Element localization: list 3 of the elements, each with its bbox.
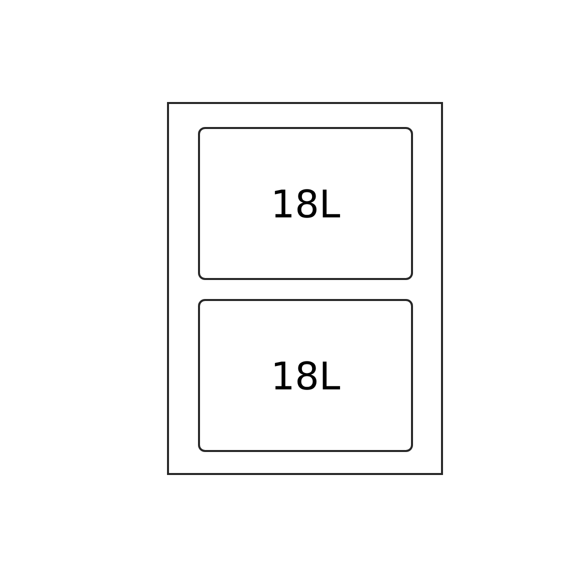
bin-compartment: 18L xyxy=(198,299,413,452)
cabinet-frame xyxy=(167,102,443,475)
bin-compartment: 18L xyxy=(198,127,413,280)
